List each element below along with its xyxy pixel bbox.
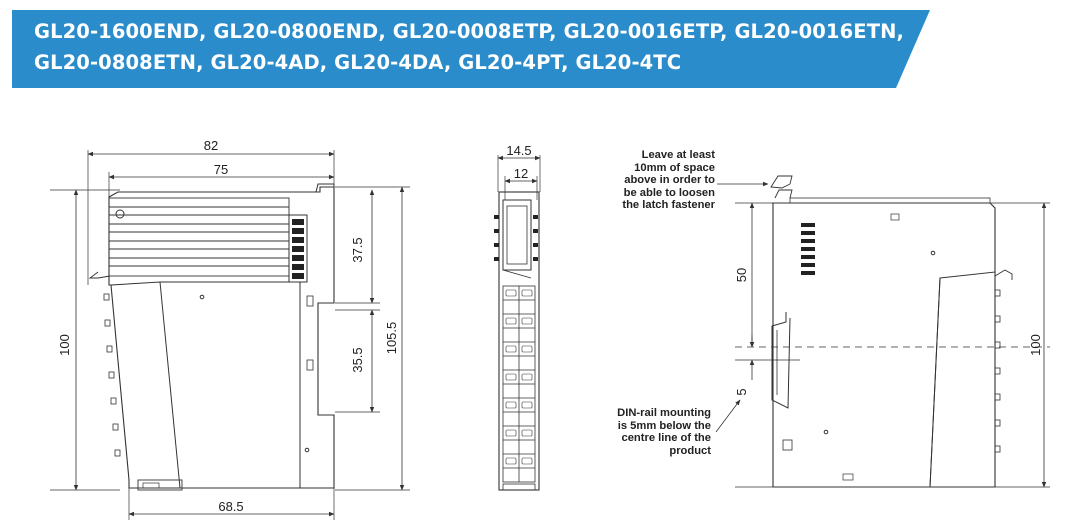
dim-105-5: 105.5 bbox=[384, 322, 399, 355]
dim-75: 75 bbox=[214, 162, 228, 177]
dim-100-right: 100 bbox=[1028, 334, 1043, 356]
banner-shape bbox=[12, 10, 930, 88]
front-view bbox=[50, 150, 410, 520]
side-view bbox=[715, 175, 1050, 488]
dim-12: 12 bbox=[514, 166, 528, 181]
dim-37-5: 37.5 bbox=[350, 237, 365, 262]
dim-5: 5 bbox=[734, 388, 749, 395]
title-line-1: GL20-1600END, GL20-0800END, GL20-0008ETP… bbox=[34, 20, 905, 43]
din-rail-note: DIN-rail mounting is 5mm below the centr… bbox=[617, 407, 711, 457]
narrow-side-view bbox=[494, 155, 541, 491]
dim-35-5: 35.5 bbox=[350, 347, 365, 372]
dim-50: 50 bbox=[734, 268, 749, 282]
dim-82: 82 bbox=[204, 138, 218, 153]
technical-drawing: 82 75 100 37.5 105.5 35.5 68.5 bbox=[50, 138, 1050, 520]
title-banner: GL20-1600END, GL20-0800END, GL20-0008ETP… bbox=[0, 0, 1065, 90]
dim-14-5: 14.5 bbox=[506, 143, 531, 158]
dim-100-left: 100 bbox=[57, 334, 72, 356]
dim-68-5: 68.5 bbox=[218, 499, 243, 514]
latch-clearance-note: Leave at least 10mm of space above in or… bbox=[622, 149, 715, 212]
title-line-2: GL20-0808ETN, GL20-4AD, GL20-4DA, GL20-4… bbox=[34, 51, 682, 74]
